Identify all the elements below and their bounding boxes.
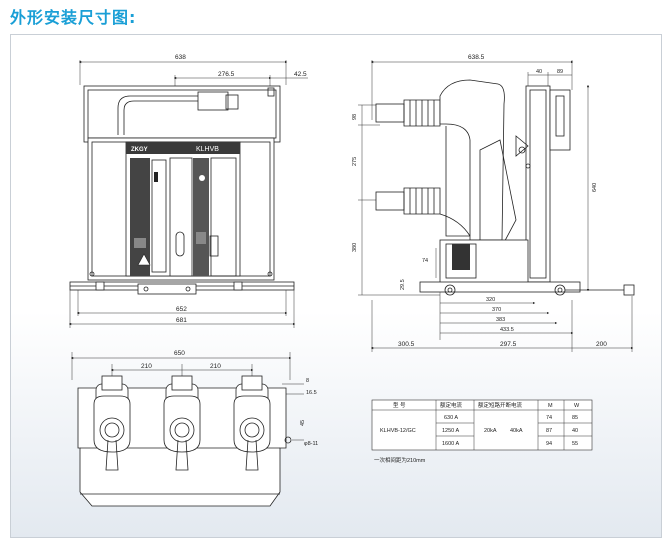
- dim-side-left-mid: 275: [352, 157, 358, 166]
- dim-front-width: 638: [175, 54, 186, 61]
- table-current-2: 1250 A: [442, 428, 459, 434]
- model-label: KLHVB: [196, 146, 219, 153]
- table-m-2: 87: [546, 428, 552, 434]
- table-note: 一次相间距为210mm: [374, 456, 426, 464]
- dim-side-d2: 370: [492, 307, 501, 313]
- dim-side-bottom-c: 200: [596, 341, 607, 348]
- table-breaking-a: 20kA: [484, 428, 497, 434]
- table-header-model: 型 号: [393, 401, 406, 409]
- spec-table: 型 号 额定电流 额定短路开断电流 M W KLHVB-12/GC 630 A …: [371, 399, 593, 464]
- dim-top-r-c: 45: [300, 420, 306, 426]
- dim-side-inner-a: 74: [422, 258, 428, 264]
- side-view: 638.5 40 89 98 275 380: [352, 54, 635, 352]
- dim-side-right-height: 640: [592, 183, 598, 192]
- dim-top-pitch-b: 210: [210, 363, 221, 370]
- dim-side-d3: 383: [496, 317, 505, 323]
- dim-front-base-outer: 681: [176, 317, 187, 324]
- dim-side-width: 638.5: [468, 54, 485, 61]
- table-model: KLHVB-12/GC: [380, 428, 416, 434]
- table-current-1: 630 A: [444, 415, 458, 421]
- table-header-w: W: [574, 403, 580, 409]
- table-breaking-b: 40kA: [510, 428, 523, 434]
- table-w-1: 85: [572, 415, 578, 421]
- dim-side-d1: 320: [486, 297, 495, 303]
- dim-top-pitch-a: 210: [141, 363, 152, 370]
- dim-side-d4: 433.5: [500, 327, 514, 333]
- table-m-3: 94: [546, 441, 552, 447]
- table-header-breaking: 额定短路开断电流: [478, 401, 523, 409]
- front-view: 638 276.5 42.5 ZKGY KLHVB: [68, 54, 308, 328]
- brand-logo: ZKGY: [131, 147, 148, 153]
- table-header-m: M: [548, 403, 553, 409]
- dim-top-r-a: 8: [306, 378, 309, 384]
- page-title: 外形安装尺寸图:: [10, 8, 137, 27]
- dim-top-width: 650: [174, 350, 185, 357]
- dim-side-bottom-b: 297.5: [500, 341, 517, 348]
- dim-side-left-upper: 98: [352, 114, 358, 120]
- table-header-current: 额定电流: [440, 401, 463, 409]
- dim-side-bottom-a: 300.5: [398, 341, 415, 348]
- table-w-3: 55: [572, 441, 578, 447]
- dim-side-top-a: 40: [536, 69, 542, 75]
- dim-top-hole: φ8-11: [304, 441, 318, 447]
- pole-left: [93, 375, 131, 471]
- dim-side-left-lower: 380: [352, 243, 358, 252]
- dim-front-offset-a: 276.5: [218, 71, 235, 78]
- dim-side-inner-b: 29.5: [400, 279, 406, 290]
- table-w-2: 40: [572, 428, 578, 434]
- table-current-3: 1600 A: [442, 441, 459, 447]
- pole-middle: [163, 375, 201, 471]
- pole-right: [233, 375, 271, 471]
- dim-top-r-b: 16.5: [306, 390, 317, 396]
- dim-front-base-inner: 652: [176, 306, 187, 313]
- table-m-1: 74: [546, 415, 552, 421]
- dim-side-top-b: 89: [557, 69, 563, 75]
- dim-front-offset-b: 42.5: [294, 71, 307, 78]
- top-view: 650 210 210 8 16.5 45 φ8-11: [70, 350, 318, 507]
